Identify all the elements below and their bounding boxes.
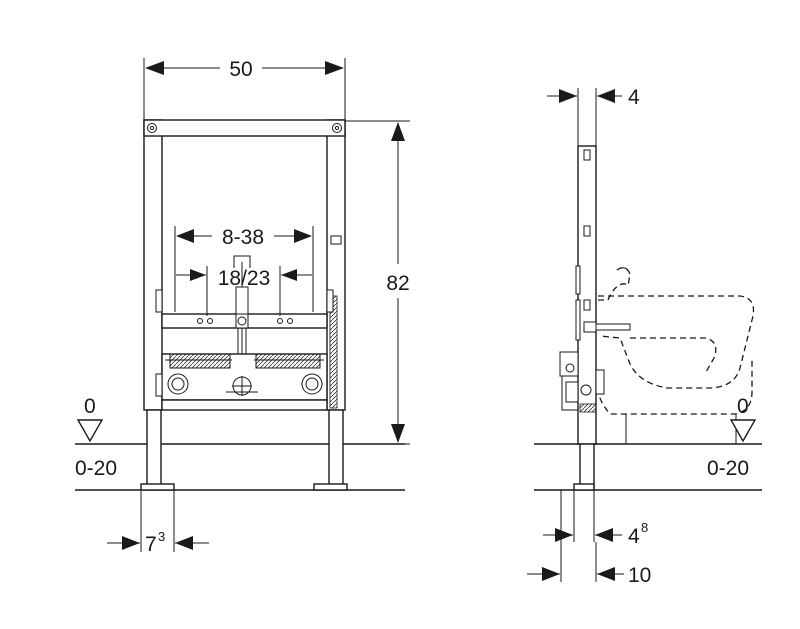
dimension-height: 82 [345,120,410,445]
dimension-drain-spacing: 18/23 [176,266,312,316]
dimension-connection-label: 8-38 [222,226,264,249]
floor-range-front: 0-20 [75,457,117,480]
dimension-width-label: 50 [229,58,252,81]
floor-range-side: 0-20 [707,457,749,480]
dimension-foot-width: 7 3 [107,490,209,556]
dimension-foot-sup: 3 [158,529,165,544]
dimension-width: 50 [143,58,346,120]
dimension-drain-label: 18/23 [218,267,271,290]
side-frame [559,145,631,491]
floor-level-front: 0 0-20 [75,395,117,480]
side-view: 4 4 8 10 0 0-20 [527,86,762,587]
dimension-foot-label: 7 [145,533,157,556]
dimension-side-foot-label: 4 [628,525,640,548]
floor-zero-front: 0 [84,395,96,418]
dimension-side-foot: 4 8 [543,490,648,548]
dimension-side-top-label: 4 [628,86,640,109]
dimension-side-top: 4 [547,86,640,146]
dimension-side-total-label: 10 [628,564,651,587]
floor-zero-side: 0 [737,395,749,418]
front-view: 50 82 8-38 [75,58,410,556]
floor-level-side: 0 0-20 [707,395,757,480]
dimension-connection-spacing: 8-38 [174,226,314,312]
bidet-outline [598,295,755,389]
dimension-side-foot-sup: 8 [641,520,648,535]
dimension-side-total: 10 [527,490,651,587]
frame-body [140,119,348,491]
dimension-height-label: 82 [386,272,409,295]
